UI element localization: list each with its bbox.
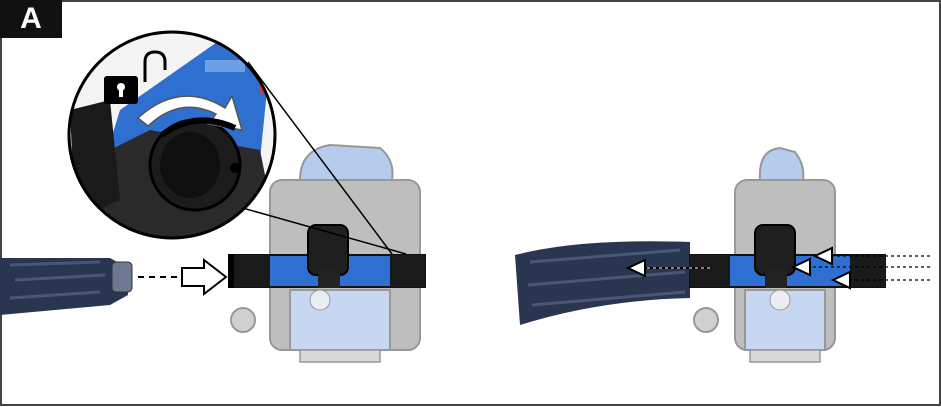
dust-hose-left <box>0 258 132 315</box>
insert-arrow-icon <box>182 260 226 294</box>
detail-magnifier <box>69 32 275 250</box>
dust-hose-right <box>515 241 690 325</box>
figure-label: A <box>0 0 62 38</box>
